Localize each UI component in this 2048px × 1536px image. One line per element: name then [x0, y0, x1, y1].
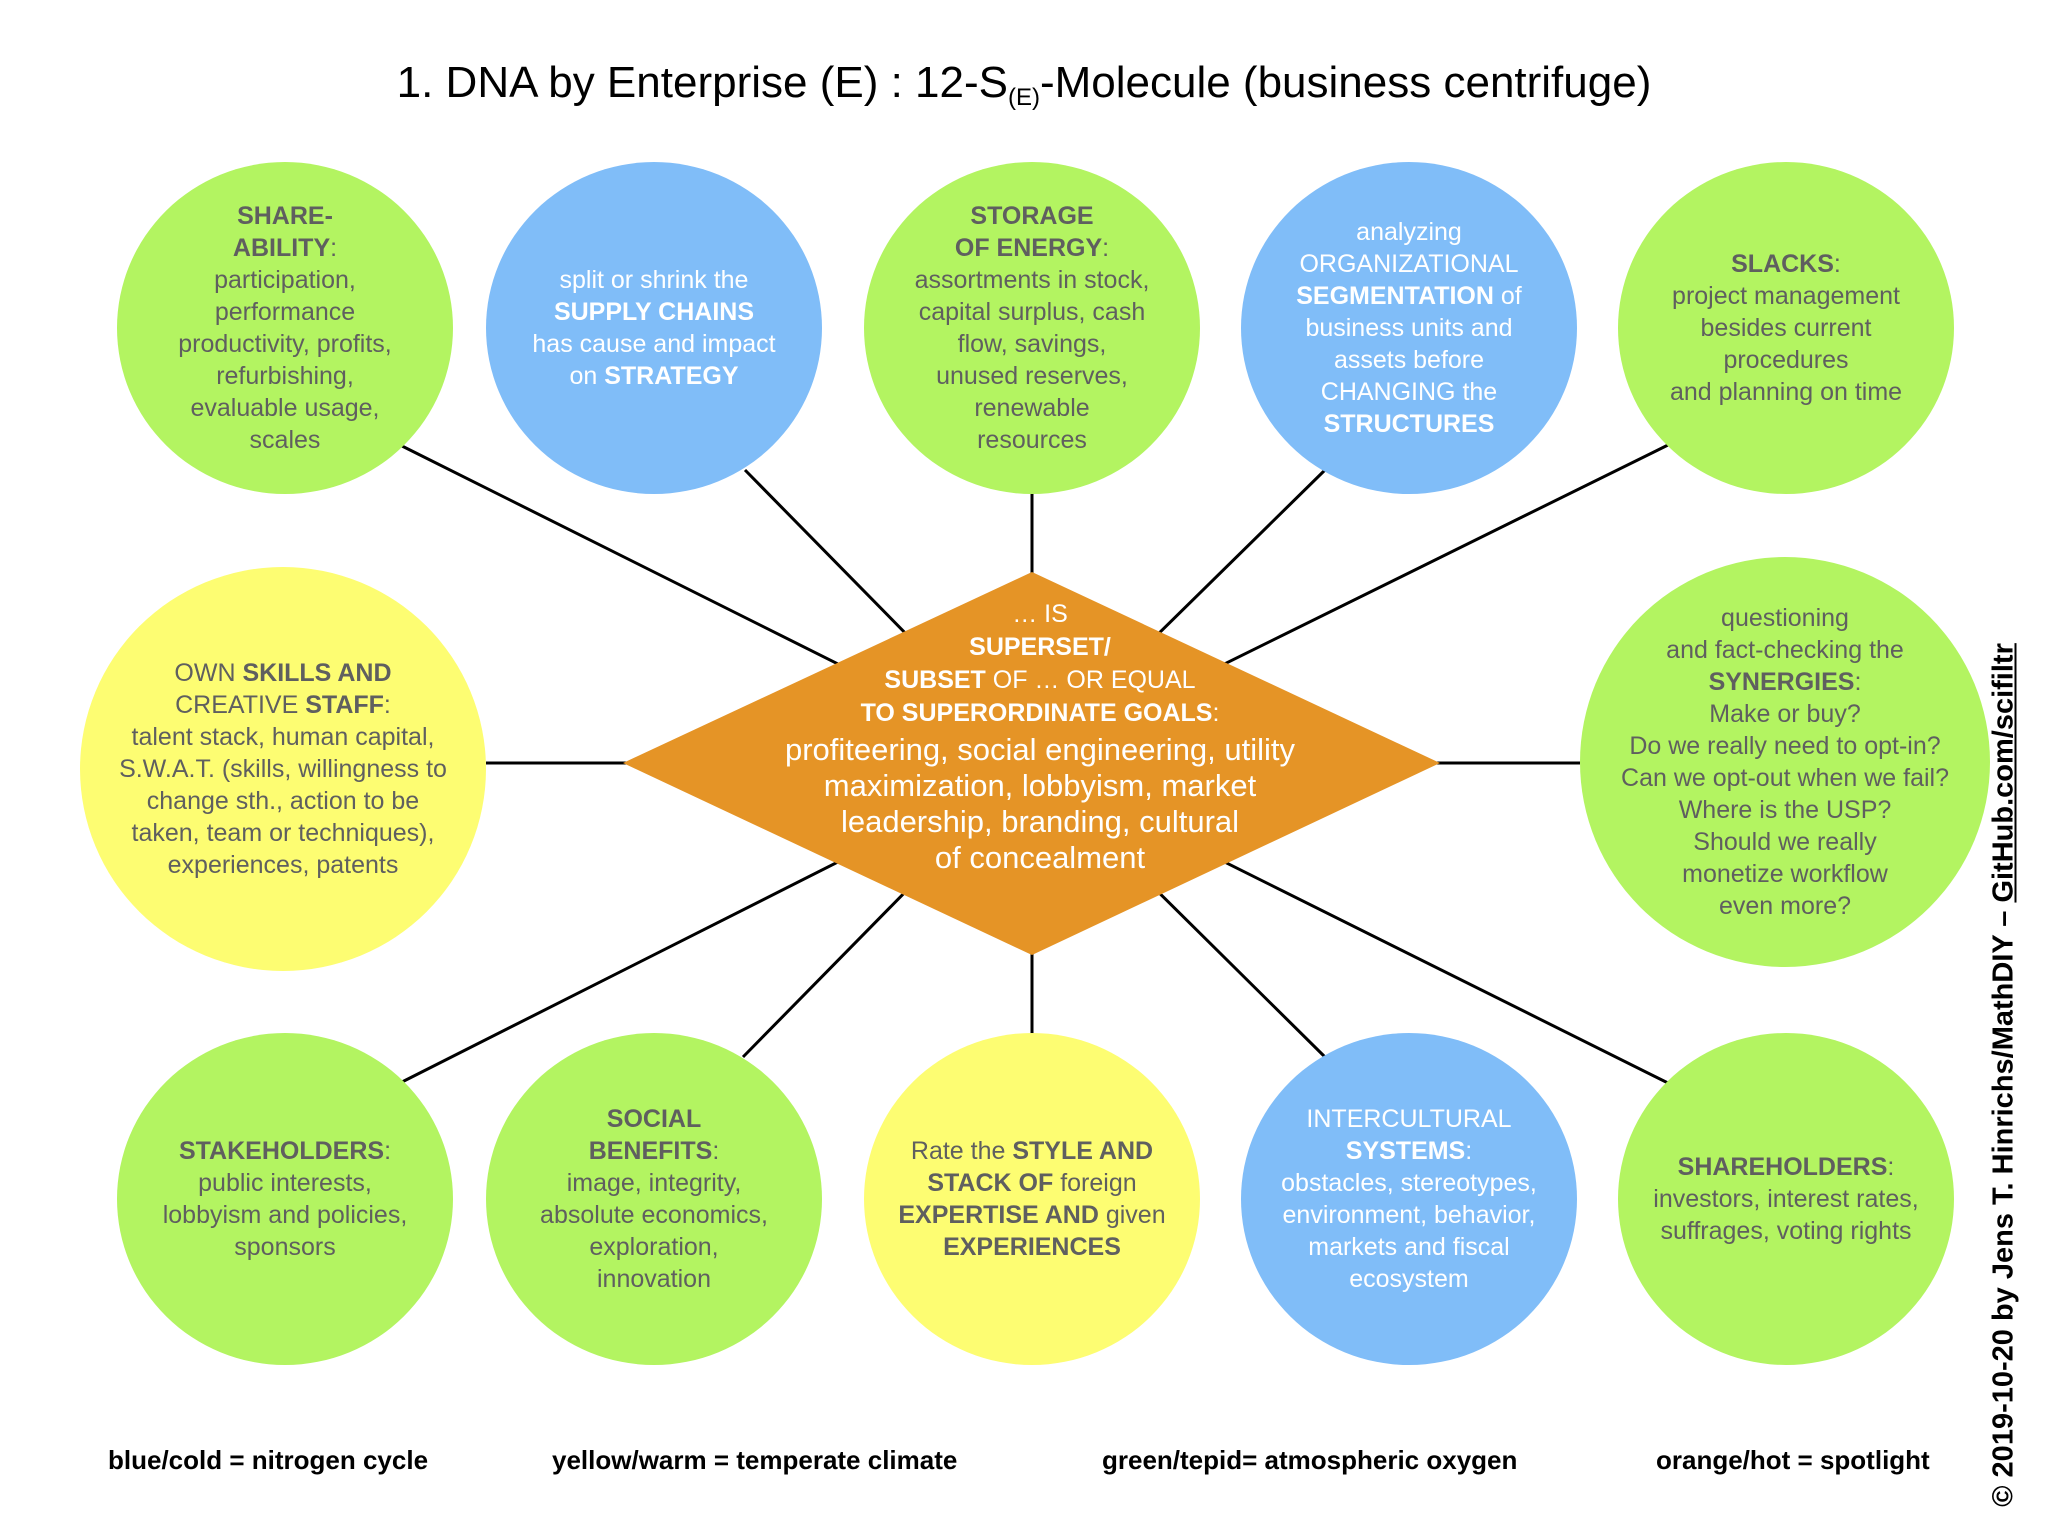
plain-text: foreign	[1060, 1169, 1137, 1197]
emphasis-text: SKILLS AND	[242, 659, 392, 687]
plain-text: : Make or buy? Do we really need to opt-…	[1621, 668, 1949, 920]
plain-text: analyzing ORGANIZATIONAL	[1299, 218, 1519, 278]
title-suffix: -Molecule (business centrifuge)	[1039, 58, 1652, 107]
plain-text: split or shrink the	[559, 266, 749, 294]
emphasis-text: SUPERSET/	[969, 633, 1111, 661]
emphasis-text: SHAREHOLDERS	[1677, 1153, 1888, 1181]
emphasis-text: SEGMENTATION	[1296, 282, 1494, 310]
center-diamond	[623, 572, 1440, 955]
legend-blue: blue/cold = nitrogen cycle	[108, 1445, 429, 1475]
node-skills-staff: OWN SKILLS AND CREATIVE STAFF: talent st…	[80, 567, 486, 971]
plain-text: INTERCULTURAL	[1306, 1105, 1512, 1133]
plain-text: … IS	[1012, 600, 1068, 628]
node-synergies-text: questioning and fact-checking the SYNERG…	[1603, 602, 1967, 922]
title-main: 1. DNA by Enterprise (E) : 12-S	[396, 58, 1008, 107]
emphasis-text: SYNERGIES	[1708, 668, 1855, 696]
center-body: profiteering, social engineering, utilit…	[784, 732, 1296, 875]
node-shareholders: SHAREHOLDERS: investors, interest rates,…	[1618, 1033, 1954, 1365]
emphasis-text: STRATEGY	[604, 362, 739, 390]
plain-text: OF … OR EQUAL	[985, 666, 1196, 694]
copyright-link[interactable]: GitHub.com/scifiltr	[1987, 643, 2020, 903]
emphasis-text: SOCIAL BENEFITS	[588, 1105, 713, 1165]
emphasis-text: STAKEHOLDERS	[178, 1137, 385, 1165]
emphasis-text: STORAGE OF ENERGY	[954, 202, 1103, 262]
node-slacks: SLACKS: project management besides curre…	[1618, 162, 1954, 494]
emphasis-text: SLACKS	[1731, 250, 1834, 278]
plain-text: : obstacles, stereotypes, environment, b…	[1281, 1137, 1537, 1293]
title-subscript: (E)	[1007, 84, 1040, 111]
plain-text: questioning and fact-checking the	[1666, 604, 1904, 664]
node-supply-chains-text: split or shrink the SUPPLY CHAINS has ca…	[514, 264, 793, 392]
center-diamond-text: … IS SUPERSET/ SUBSET OF … OR EQUAL TO S…	[700, 598, 1380, 876]
plain-text: has cause and impact on	[532, 330, 776, 390]
node-segmentation-text: analyzing ORGANIZATIONAL SEGMENTATION of…	[1278, 216, 1539, 440]
plain-text: CREATIVE	[175, 691, 299, 719]
node-shareholders-text: SHAREHOLDERS: investors, interest rates,…	[1635, 1151, 1936, 1247]
node-shareability: SHARE- ABILITY: participation, performan…	[117, 162, 453, 494]
plain-text: given	[1105, 1201, 1166, 1229]
copyright-notice: © 2019-10-20 by Jens T. Hinrichs/MathDIY…	[1988, 643, 2021, 1507]
emphasis-text: TO SUPERORDINATE GOALS	[860, 699, 1213, 727]
emphasis-text: EXPERIENCES	[943, 1233, 1121, 1261]
legend-green: green/tepid= atmospheric oxygen	[1102, 1445, 1518, 1475]
plain-text: :	[1212, 699, 1220, 727]
plain-text: : image, integrity, absolute economics, …	[540, 1137, 768, 1293]
node-social-benefits-text: SOCIAL BENEFITS: image, integrity, absol…	[522, 1103, 786, 1295]
node-supply-chains: split or shrink the SUPPLY CHAINS has ca…	[486, 162, 822, 494]
center-heading: … IS SUPERSET/ SUBSET OF … OR EQUAL TO S…	[700, 598, 1380, 730]
emphasis-text: SUBSET	[884, 666, 986, 694]
node-social-benefits: SOCIAL BENEFITS: image, integrity, absol…	[486, 1033, 822, 1365]
plain-text: OWN	[174, 659, 243, 687]
plain-text: : project management besides current pro…	[1669, 250, 1903, 406]
legend-yellow: yellow/warm = temperate climate	[552, 1445, 958, 1475]
emphasis-text: EXPERTISE AND	[898, 1201, 1099, 1229]
page-title: 1. DNA by Enterprise (E) : 12-S(E)-Molec…	[0, 58, 2048, 112]
node-style-expertise-text: Rate the STYLE AND STACK OF foreign EXPE…	[880, 1135, 1183, 1263]
copyright-prefix: © 2019-10-20 by Jens T. Hinrichs/MathDIY…	[1987, 902, 2020, 1507]
node-segmentation: analyzing ORGANIZATIONAL SEGMENTATION of…	[1241, 162, 1577, 494]
emphasis-text: STRUCTURES	[1323, 410, 1495, 438]
plain-text: : assortments in stock, capital surplus,…	[914, 234, 1150, 454]
emphasis-text: SUPPLY CHAINS	[553, 298, 755, 326]
node-storage-of-energy-text: STORAGE OF ENERGY: assortments in stock,…	[897, 200, 1168, 456]
node-stakeholders-text: STAKEHOLDERS: public interests, lobbyism…	[145, 1135, 426, 1263]
emphasis-text: STAFF	[305, 691, 384, 719]
node-intercultural-systems-text: INTERCULTURAL SYSTEMS: obstacles, stereo…	[1263, 1103, 1555, 1295]
plain-text: Rate the	[910, 1137, 1013, 1165]
plain-text: : investors, interest rates, suffrages, …	[1653, 1153, 1919, 1245]
node-synergies: questioning and fact-checking the SYNERG…	[1580, 557, 1990, 967]
plain-text: : public interests, lobbyism and policie…	[162, 1137, 408, 1261]
node-skills-staff-text: OWN SKILLS AND CREATIVE STAFF: talent st…	[101, 657, 465, 881]
emphasis-text: SYSTEMS	[1345, 1137, 1466, 1165]
plain-text: : talent stack, human capital, S.W.A.T. …	[119, 691, 447, 879]
emphasis-text: SHARE- ABILITY	[232, 202, 333, 262]
node-stakeholders: STAKEHOLDERS: public interests, lobbyism…	[117, 1033, 453, 1365]
plain-text: of business units and assets before CHAN…	[1305, 282, 1522, 406]
node-style-expertise: Rate the STYLE AND STACK OF foreign EXPE…	[864, 1033, 1200, 1365]
node-slacks-text: SLACKS: project management besides curre…	[1652, 248, 1920, 408]
node-intercultural-systems: INTERCULTURAL SYSTEMS: obstacles, stereo…	[1241, 1033, 1577, 1365]
emphasis-text: STYLE AND STACK OF	[927, 1137, 1154, 1197]
node-storage-of-energy: STORAGE OF ENERGY: assortments in stock,…	[864, 162, 1200, 494]
plain-text: : participation, performance productivit…	[178, 234, 392, 454]
legend-orange: orange/hot = spotlight	[1656, 1445, 1930, 1475]
node-shareability-text: SHARE- ABILITY: participation, performan…	[160, 200, 410, 456]
